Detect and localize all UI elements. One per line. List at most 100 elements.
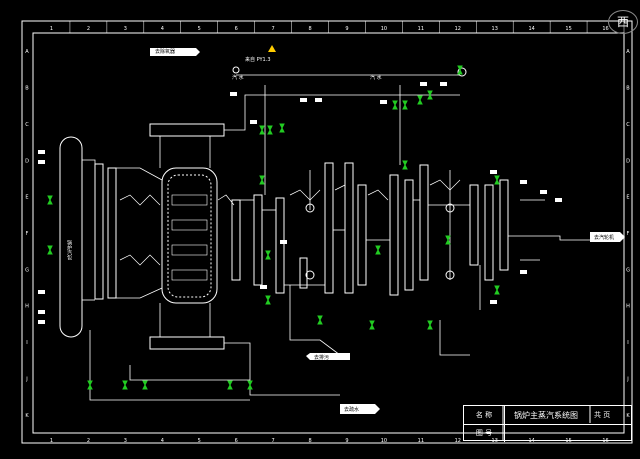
grid-row-label: D <box>626 158 630 164</box>
instrument-tag <box>380 100 387 104</box>
grid-labels: 1122334455667788991010111112121313141415… <box>25 21 630 444</box>
valve-icon <box>142 380 148 390</box>
valve-icon <box>47 245 53 255</box>
grid-col-label: 7 <box>272 438 275 444</box>
instrument-tag <box>250 120 257 124</box>
furnace <box>161 167 218 304</box>
drum-vessel <box>59 136 83 338</box>
valve-icon <box>402 160 408 170</box>
furnace-inner <box>167 174 212 298</box>
instrument-tag <box>315 98 322 102</box>
grid-col-label: 2 <box>87 26 90 32</box>
grid-col-label: 12 <box>455 438 461 444</box>
instrument-tag <box>38 150 45 154</box>
grid-row-label: J <box>626 376 628 382</box>
grid-col-label: 16 <box>602 26 608 32</box>
grid-row-label: G <box>25 267 29 273</box>
grid-col-label: 8 <box>308 26 311 32</box>
valve-icon <box>247 380 253 390</box>
grid-row-label: C <box>626 122 630 128</box>
grid-row-label: J <box>25 376 27 382</box>
grid-col-label: 9 <box>345 438 348 444</box>
grid-col-label: 8 <box>308 438 311 444</box>
valve-icon <box>457 65 463 75</box>
grid-row-label: K <box>25 413 29 419</box>
compass-indicator[interactable]: 西 <box>608 10 638 34</box>
valve-icon <box>427 320 433 330</box>
grid-col-label: 11 <box>418 26 424 32</box>
label-right-arrow: 去汽轮机 <box>594 235 615 241</box>
instrument-tag <box>280 240 287 244</box>
title-block-frame <box>502 405 591 441</box>
grid-col-label: 15 <box>565 26 571 32</box>
grid-row-label: G <box>626 267 630 273</box>
valve-icon <box>227 380 233 390</box>
sheet-count: 共 页 <box>594 411 611 419</box>
grid-col-label: 13 <box>492 26 498 32</box>
instrument-tag <box>38 160 45 164</box>
grid-col-label: 13 <box>492 438 498 444</box>
grid-col-label: 12 <box>455 26 461 32</box>
title-block-name-label: 名 称 <box>464 406 505 425</box>
label-top-left-arrow: 去除氧器 <box>155 49 176 55</box>
grid-col-label: 14 <box>528 438 534 444</box>
instrument-tag <box>300 98 307 102</box>
header-bars <box>94 123 509 350</box>
valve-icon <box>259 175 265 185</box>
instrument-tag <box>490 300 497 304</box>
inner-frame <box>32 32 625 434</box>
title-block: 名 称 图 号 锅炉主蒸汽系统图 共 页 <box>463 405 632 442</box>
instrument-tag <box>540 190 547 194</box>
grid-col-label: 9 <box>345 26 348 32</box>
label-steam-b: 汽 水 <box>370 75 382 81</box>
valve-icon <box>87 380 93 390</box>
valve-icon <box>265 295 271 305</box>
valve-icon <box>375 245 381 255</box>
title-block-number-label: 图 号 <box>464 424 505 442</box>
label-top-center: 来自 PY1.3 <box>245 57 271 63</box>
grid-row-label: B <box>25 86 29 92</box>
grid-col-label: 3 <box>124 438 127 444</box>
instrument-tag <box>520 270 527 274</box>
grid-col-label: 5 <box>198 438 201 444</box>
grid-col-label: 7 <box>272 26 275 32</box>
grid-row-label: E <box>626 195 629 201</box>
valve-icon <box>259 125 265 135</box>
grid-row-label: H <box>626 304 630 310</box>
valve-icon <box>122 380 128 390</box>
grid-col-label: 10 <box>381 26 387 32</box>
grid-col-label: 14 <box>528 26 534 32</box>
valve-icon <box>267 125 273 135</box>
grid-col-label: 1 <box>50 26 53 32</box>
grid-col-label: 15 <box>565 438 571 444</box>
grid-col-label: 6 <box>235 438 238 444</box>
valve-icon <box>265 250 271 260</box>
outer-frame <box>21 20 633 444</box>
valve-icon <box>427 90 433 100</box>
instrument-tag <box>230 92 237 96</box>
valve-icon <box>445 235 451 245</box>
grid-col-label: 1 <box>50 438 53 444</box>
grid-row-label: D <box>25 158 29 164</box>
grid-row-label: F <box>627 231 630 237</box>
pumps <box>232 66 467 280</box>
instrument-tag <box>38 320 45 324</box>
valve-icon <box>417 95 423 105</box>
flow-arrows <box>150 45 625 414</box>
grid-col-label: 3 <box>124 26 127 32</box>
instrument-tag <box>555 198 562 202</box>
instrument-tag <box>260 285 267 289</box>
label-bottom-left-arrow: 去排污 <box>314 355 330 361</box>
grid-col-label: 16 <box>602 438 608 444</box>
grid-row-label: B <box>626 86 630 92</box>
grid-row-label: A <box>626 49 630 55</box>
grid-col-label: 6 <box>235 26 238 32</box>
valve-icon <box>369 320 375 330</box>
valve-icon <box>317 315 323 325</box>
instrument-tag <box>38 310 45 314</box>
grid-row-label: E <box>25 195 28 201</box>
grid-row-label: A <box>25 49 29 55</box>
grid-row-label: F <box>26 231 29 237</box>
label-drum: 锅炉汽包 <box>66 240 72 260</box>
